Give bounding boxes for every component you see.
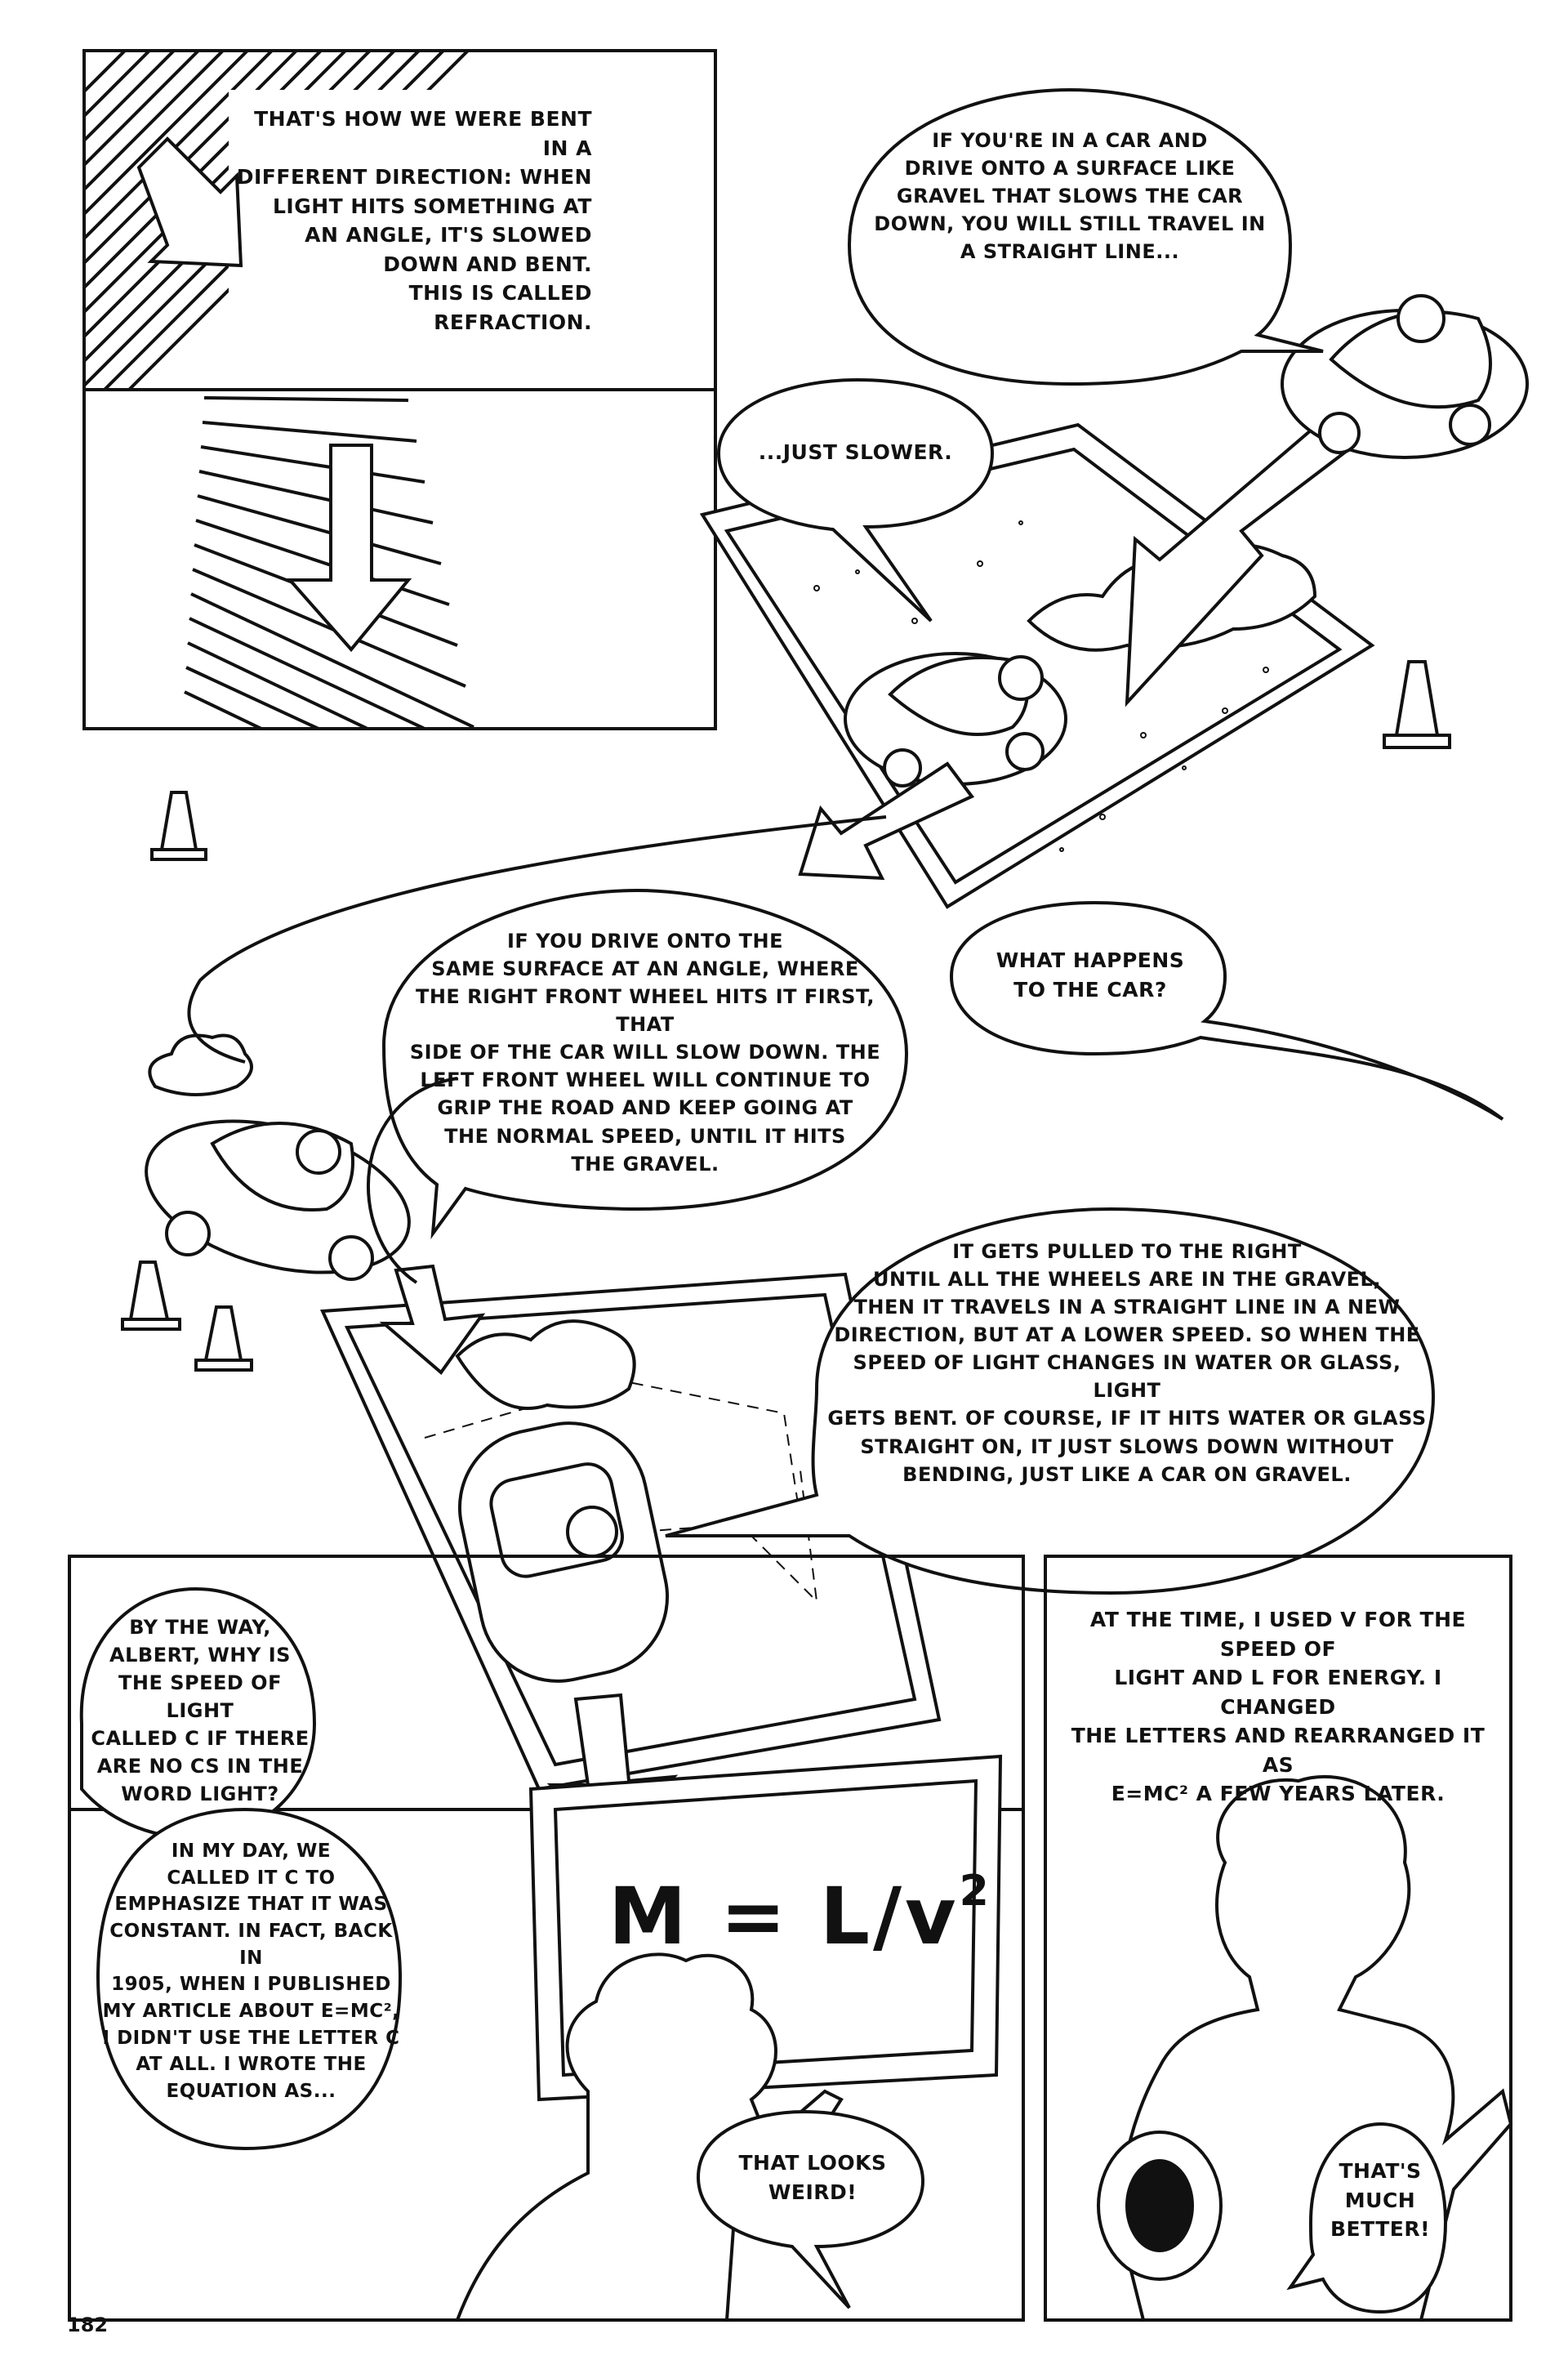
weird-bubble-text: THAT LOOKS WEIRD!	[738, 2151, 887, 2204]
better-bubble-text: THAT'S MUCH BETTER!	[1330, 2159, 1431, 2241]
car-gravel-bubble-text: IF YOU'RE IN A CAR AND DRIVE ONTO A SURF…	[874, 129, 1266, 264]
speech-bubbles	[187, 87, 1504, 1595]
question-bubble-text: BY THE WAY, ALBERT, WHY IS THE SPEED OF …	[91, 1616, 310, 1806]
refraction-caption: THAT'S HOW WE WERE BENT IN A DIFFERENT D…	[236, 107, 592, 334]
panel-blackboard	[68, 1555, 1025, 2322]
car-angle-scene	[121, 1033, 942, 1841]
just-slower-bubble-text: ...JUST SLOWER.	[758, 440, 953, 464]
panel-einstein	[1044, 1555, 1513, 2322]
answer-bubble-text: IN MY DAY, WE CALLED IT C TO EMPHASIZE T…	[102, 1841, 400, 2102]
pulled-bubble-text: IT GETS PULLED TO THE RIGHT UNTIL ALL TH…	[827, 1240, 1427, 1486]
page-number: 182	[67, 2314, 109, 2336]
equation-exponent: 2	[959, 1867, 992, 1916]
what-happens-bubble-text: WHAT HAPPENS TO THE CAR?	[996, 948, 1185, 1002]
blackboard-equation: M = L/v2	[608, 1867, 992, 1962]
einstein-caption: AT THE TIME, I USED V FOR THE SPEED OF L…	[1071, 1608, 1486, 1805]
angle-bubble-text: IF YOU DRIVE ONTO THE SAME SURFACE AT AN…	[409, 930, 881, 1176]
panel-refraction	[82, 49, 717, 730]
